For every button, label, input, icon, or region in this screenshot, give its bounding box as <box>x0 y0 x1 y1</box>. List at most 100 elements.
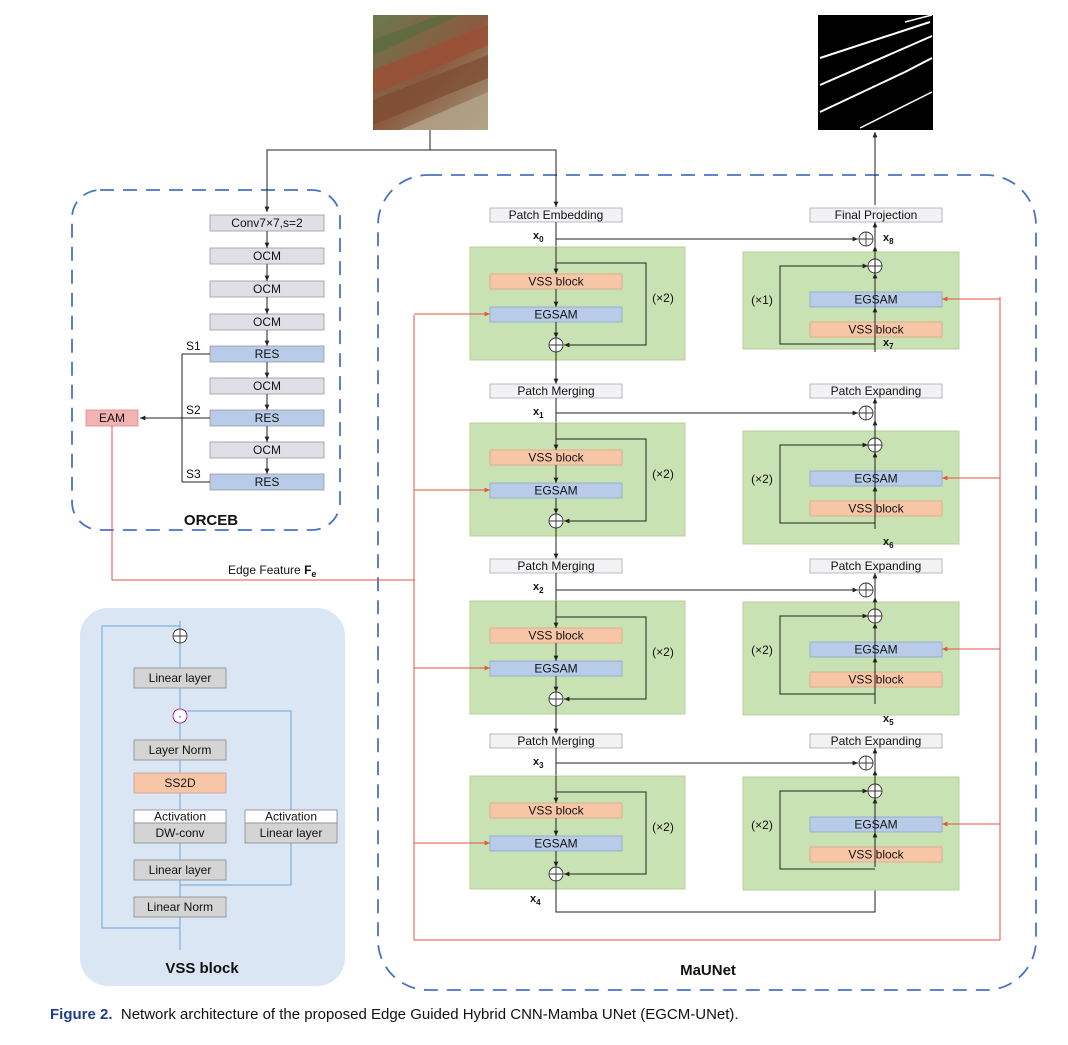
encoder-mult-2: (×2) <box>652 645 674 659</box>
decoder-mult-2: (×2) <box>751 643 773 657</box>
encoder-residual-line <box>556 262 647 348</box>
decoder-head-0-label: Final Projection <box>835 208 918 222</box>
encoder-egsam-0-label: EGSAM <box>534 308 577 322</box>
decoder-x-letter-2: x <box>883 536 890 548</box>
orceb-stage-label-1: S2 <box>186 403 201 417</box>
decoder-egsam-0-label: EGSAM <box>854 293 897 307</box>
orceb-block-7-label: OCM <box>253 443 281 457</box>
encoder-head-3-label: Patch Merging <box>517 734 594 748</box>
decoder-egsam-1-label: EGSAM <box>854 472 897 486</box>
encoder-x-sub-0: 0 <box>539 235 544 244</box>
decoder-residual-line <box>779 442 875 524</box>
edge-feature-text: Edge Feature <box>228 563 301 577</box>
decoder-x-label-3: x5 <box>883 713 894 727</box>
encoder-x-sub-3: 3 <box>539 761 544 770</box>
decoder-head-1-label: Patch Expanding <box>831 384 922 398</box>
decoder-vss-0 <box>809 321 943 338</box>
orceb-block-4-label: RES <box>255 347 280 361</box>
vss-linear-layer-top <box>133 667 227 689</box>
encoder-green-block-2 <box>469 600 686 715</box>
encoder-x-label-0: x0 <box>533 230 544 244</box>
orceb-block-0-label: Conv7×7,s=2 <box>231 216 303 230</box>
decoder-egsam-3-label: EGSAM <box>854 818 897 832</box>
caption-text: Network architecture of the proposed Edg… <box>120 1006 739 1023</box>
vss-linear-layer-right-label: Linear layer <box>260 826 323 840</box>
decoder-residual-line <box>779 788 875 870</box>
encoder-head-2-label: Patch Merging <box>517 559 594 573</box>
encoder-vss-1-label: VSS block <box>528 451 584 465</box>
decoder-green-block-2 <box>742 601 960 716</box>
encoder-residual-line <box>556 438 647 524</box>
architecture-diagram: Conv7×7,s=2OCMOCMOCMRESOCMRESOCMRESS1S2S… <box>71 14 1037 991</box>
encoder-x-label-4: x4 <box>530 893 541 907</box>
encoder-x-letter-0: x <box>533 230 540 242</box>
vss-dw-conv-label: DW-conv <box>155 826 204 840</box>
decoder-green-block-3 <box>742 776 960 891</box>
vss-gate-line <box>180 710 292 886</box>
decoder-vss-1-label: VSS block <box>848 502 904 516</box>
vss-linear-norm-label: Linear Norm <box>147 900 213 914</box>
edge-feature-line <box>111 426 415 581</box>
decoder-x-label-0: x8 <box>883 232 894 246</box>
encoder-x-letter-1: x <box>533 406 540 418</box>
vss-block-title: VSS block <box>165 960 239 977</box>
encoder-green-block-1 <box>469 422 686 537</box>
decoder-head-3-label: Patch Expanding <box>831 734 922 748</box>
orceb-block-3-label: OCM <box>253 315 281 329</box>
edge-feature-label: Edge Feature Fe <box>228 563 316 579</box>
maunet-container <box>377 174 1037 991</box>
vss-ss2d <box>133 772 227 794</box>
orceb-stage-label-0: S1 <box>186 339 201 353</box>
vss-ss2d-label: SS2D <box>164 776 196 790</box>
vss-layer-norm-label: Layer Norm <box>149 743 212 757</box>
encoder-mult-3: (×2) <box>652 820 674 834</box>
encoder-x-letter-2: x <box>533 581 540 593</box>
vss-linear-layer-mid-label: Linear layer <box>149 863 212 877</box>
vss-activation-left-label: Activation <box>154 810 206 824</box>
vss-skip-line <box>101 625 180 929</box>
caption-figure-label: Figure 2. <box>50 1006 113 1023</box>
encoder-add-icon-0-cross <box>549 338 563 352</box>
vss-linear-layer-mid <box>133 859 227 881</box>
skip-add-icon-0-cross <box>859 232 873 246</box>
input-split-lines <box>264 130 878 212</box>
encoder-egsam-1-label: EGSAM <box>534 484 577 498</box>
decoder-vss-0-label: VSS block <box>848 323 904 337</box>
encoder-egsam-3-label: EGSAM <box>534 837 577 851</box>
encoder-mult-0: (×2) <box>652 291 674 305</box>
vss-linear-norm <box>133 896 227 918</box>
decoder-x-label-2: x6 <box>883 536 894 550</box>
orceb-block-1-label: OCM <box>253 249 281 263</box>
edge-feature-bus <box>413 297 1001 941</box>
vss-block-panel <box>80 608 345 986</box>
encoder-x-label-1: x1 <box>533 406 544 420</box>
decoder-x-sub-1: 7 <box>889 342 894 351</box>
encoder-mult-1: (×2) <box>652 467 674 481</box>
decoder-green-block-1 <box>742 430 960 545</box>
decoder-residual-line <box>779 263 875 345</box>
decoder-vss-2 <box>809 671 943 688</box>
skip-add-icon-2-cross <box>859 583 873 597</box>
output-edge-mask <box>818 14 933 130</box>
vss-layer-norm <box>133 739 227 761</box>
decoder-mult-3: (×2) <box>751 818 773 832</box>
encoder-add-icon-3-cross <box>549 867 563 881</box>
encoder-x-sub-1: 1 <box>539 411 544 420</box>
decoder-x-label-1: x7 <box>883 337 894 351</box>
encoder-egsam-2-label: EGSAM <box>534 662 577 676</box>
decoder-vss-1 <box>809 500 943 517</box>
encoder-residual-line <box>556 791 647 877</box>
orceb-block-2-label: OCM <box>253 282 281 296</box>
decoder-x-sub-0: 8 <box>889 237 894 246</box>
decoder-vss-2-label: VSS block <box>848 673 904 687</box>
orceb-title: ORCEB <box>184 512 238 529</box>
encoder-add-icon-1-cross <box>549 514 563 528</box>
eam-block-label: EAM <box>99 411 125 425</box>
decoder-mult-1: (×2) <box>751 472 773 486</box>
decoder-x-letter-0: x <box>883 232 890 244</box>
vss-multiply-icon <box>172 708 188 724</box>
decoder-x-sub-2: 6 <box>889 541 894 550</box>
encoder-vss-3-label: VSS block <box>528 804 584 818</box>
vss-add-icon-cross <box>173 629 187 643</box>
decoder-egsam-2-label: EGSAM <box>854 643 897 657</box>
